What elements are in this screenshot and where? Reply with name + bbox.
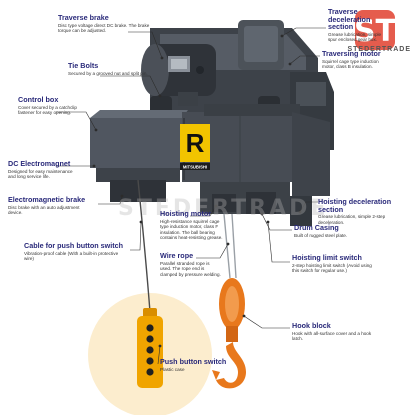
callout-traverse-deceleration: Traverse deceleration section Grease lub… (328, 8, 386, 43)
hook-block-drawing (212, 278, 246, 389)
callout-desc: 2-step hoisting limit switch (Avoid usin… (292, 262, 372, 274)
callout-title: Traversing motor (322, 49, 381, 58)
badge-brand: MITSUBISHI (183, 165, 207, 170)
callout-traversing-motor: Traversing motor Squirrel cage type indu… (322, 50, 382, 70)
callout-title: Push button switch (160, 357, 227, 366)
callout-title: Electromagnetic brake (8, 195, 86, 204)
callout-desc: Vibration-proof cable (With a built-in p… (24, 250, 119, 262)
callout-desc: Cover secured by a catchclip fastener fo… (18, 104, 77, 116)
badge-letter: R (186, 128, 205, 158)
callout-title: Cable for push button switch (24, 241, 124, 250)
callout-tie-bolts: Tie Bolts Secured by a grooved nut and s… (68, 62, 150, 76)
callout-hoisting-limit-switch: Hoisting limit switch 2-step hoisting li… (292, 254, 374, 274)
callout-desc: Designed for easy maintenance and long s… (8, 168, 73, 180)
callout-title: Traverse deceleration section (328, 7, 371, 32)
callout-title: Hoisting limit switch (292, 253, 362, 262)
mitsubishi-badge: R MITSUBISHI (180, 124, 210, 170)
callout-title: Hoisting deceleration section (318, 197, 392, 214)
callout-traverse-brake: Traverse brake Disc type voltage direct … (58, 14, 150, 34)
callout-push-button-switch: Push button switch Plastic case (160, 358, 230, 372)
pendant-cable-drawing (137, 179, 151, 313)
callout-hook-block: Hook block Hook with all-surface cover a… (292, 322, 372, 342)
traverse-motor-drawing (141, 44, 216, 96)
callout-desc: Plastic case (160, 366, 185, 372)
callout-desc: Grease lubrication, simple 2-step decele… (318, 214, 386, 225)
callout-title: Traverse brake (58, 13, 109, 22)
stedertrade-logo: ST (354, 10, 397, 50)
badge-plate (180, 124, 210, 162)
callout-desc: Built of rugged steel plate. (294, 232, 348, 238)
callout-hoisting-motor: Hoisting motor High-resistance squirrel … (160, 210, 226, 241)
callout-desc: High-resistance squirrel cage type induc… (160, 218, 223, 241)
callout-title: Hook block (292, 321, 331, 330)
callout-title: Hoisting motor (160, 209, 212, 218)
callout-electromagnetic-brake: Electromagnetic brake Disc brake with an… (8, 196, 94, 216)
callout-desc: Secured by a grooved nut and split pin. (68, 70, 148, 76)
callout-title: DC Electromagnet (8, 159, 71, 168)
svg-text:ST: ST (354, 14, 397, 49)
logo-text: STEDERTRADE (347, 46, 411, 53)
watermark: STEDERTRADE (118, 196, 329, 221)
callout-desc: Disc type voltage direct DC brake. The b… (58, 22, 150, 34)
callout-hoisting-deceleration: Hoisting deceleration section Grease lub… (318, 198, 396, 225)
push-button-pendant-drawing (137, 308, 163, 388)
callout-cable-push-button: Cable for push button switch Vibration-p… (24, 242, 128, 262)
callout-desc: Disc brake with an auto adjustment devic… (8, 204, 80, 216)
callout-title: Wire rope (160, 251, 194, 260)
callout-drum-casing: Drum Casing Built of rugged steel plate. (294, 224, 364, 238)
callout-desc: Parallel stranded rope is used. The rope… (160, 260, 221, 277)
leader-lines (56, 27, 326, 365)
callout-desc: Squirrel cage type induction motor, clas… (322, 58, 379, 70)
callout-dc-electromagnet: DC Electromagnet Designed for easy maint… (8, 160, 74, 180)
callout-title: Control box (18, 95, 59, 104)
callout-control-box: Control box Cover secured by a catchclip… (18, 96, 88, 116)
callout-wire-rope: Wire rope Parallel stranded rope is used… (160, 252, 222, 277)
callout-title: Drum Casing (294, 223, 339, 232)
callout-desc: Grease lubrication, simple spur enclosed… (328, 31, 382, 43)
callout-desc: Hook with all-surface cover and a hook l… (292, 330, 372, 342)
callout-title: Tie Bolts (68, 61, 99, 70)
